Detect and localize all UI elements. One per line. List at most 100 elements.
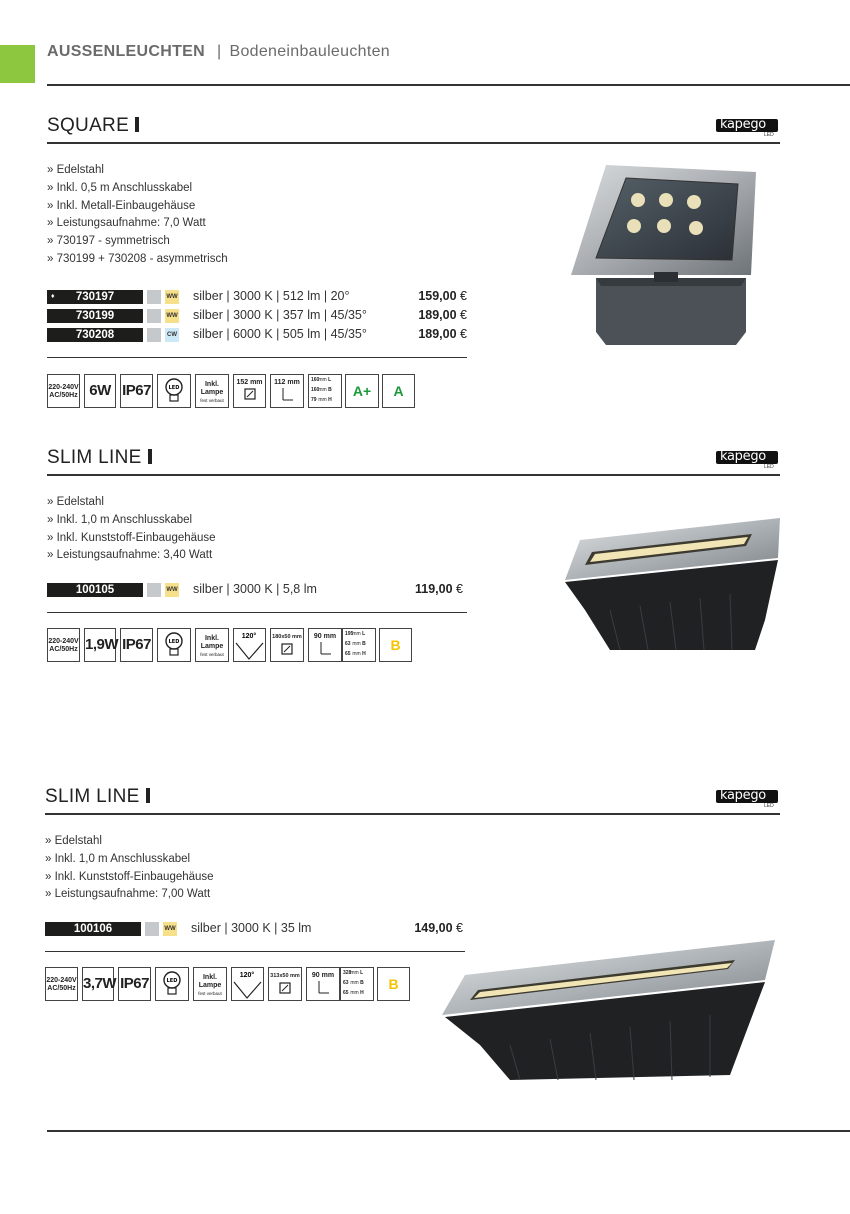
silver-swatch: [147, 309, 161, 323]
footer-rule: [47, 1130, 850, 1132]
product-description: silber | 3000 K | 357 lm | 45/35°: [193, 308, 367, 322]
article-number: 730208: [47, 328, 143, 342]
feature-list: » Edelstahl » Inkl. 1,0 m Anschlusskabel…: [45, 833, 214, 904]
feature-item: » Leistungsaufnahme: 3,40 Watt: [47, 549, 213, 562]
product-description: silber | 3000 K | 35 lm: [191, 921, 312, 935]
header-separator: |: [217, 43, 222, 60]
energy-class-badge: A: [382, 374, 415, 408]
article-number: 730199: [47, 309, 143, 323]
energy-class-badge: B: [377, 967, 410, 1001]
section-rule: [47, 142, 780, 144]
feature-item: » Inkl. Kunststoff-Einbaugehäuse: [45, 870, 214, 883]
article-number: 100105: [47, 583, 143, 597]
cutout-size-icon: 313x50 mm: [268, 967, 302, 1001]
article-number: 100106: [45, 922, 141, 936]
section-title: SQUARE: [47, 115, 140, 137]
feature-item: » Edelstahl: [47, 164, 104, 176]
cct-badge: WW: [163, 922, 177, 936]
power-icon: 3,7W: [82, 967, 117, 1001]
product-description: silber | 3000 K | 5,8 lm: [193, 582, 317, 596]
ip-rating-icon: IP67: [120, 374, 153, 408]
feature-list: » Edelstahl » Inkl. 0,5 m Anschlusskabel…: [47, 162, 228, 269]
table-rule: [47, 357, 467, 358]
svg-text:LED: LED: [169, 639, 180, 645]
dimensions-icon: 160 mm L 160 mm B 79 mm H: [308, 374, 342, 408]
product-description: silber | 3000 K | 512 lm | 20°: [193, 289, 350, 303]
depth-icon: 112 mm: [270, 374, 304, 408]
feature-item: » Inkl. Metall-Einbaugehäuse: [47, 199, 196, 212]
header-category: AUSSENLEUCHTEN: [47, 43, 205, 60]
feature-item: » Edelstahl: [45, 835, 102, 847]
section-title: SLIM LINE: [45, 786, 150, 808]
product-row: 100106 WW silber | 3000 K | 35 lm 149,00…: [45, 921, 465, 938]
product-row: ♦730197 WW silber | 3000 K | 512 lm | 20…: [47, 289, 467, 306]
product-row: 730199 WW silber | 3000 K | 357 lm | 45/…: [47, 308, 467, 325]
page-header: AUSSENLEUCHTEN | Bodeneinbauleuchten: [47, 43, 390, 61]
section-rule: [45, 813, 780, 815]
cutout-size-icon: 180x50 mm: [270, 628, 304, 662]
product-description: silber | 6000 K | 505 lm | 45/35°: [193, 327, 367, 341]
product-price: 149,00 €: [414, 921, 463, 935]
product-price: 189,00 €: [418, 308, 467, 322]
header-subcategory: Bodeneinbauleuchten: [229, 43, 390, 60]
feature-item: » Edelstahl: [47, 496, 104, 508]
article-number: ♦730197: [47, 290, 143, 304]
silver-swatch: [147, 583, 161, 597]
led-bulb-icon: LED: [157, 628, 191, 662]
svg-text:120°: 120°: [242, 632, 257, 640]
cct-badge: WW: [165, 309, 179, 323]
beam-angle-icon: 120°: [233, 628, 266, 662]
power-icon: 6W: [84, 374, 116, 408]
power-icon: 1,9W: [84, 628, 119, 662]
silver-swatch: [147, 290, 161, 304]
feature-list: » Edelstahl » Inkl. 1,0 m Anschlusskabel…: [47, 494, 216, 565]
product-image-slimline-long: [442, 940, 775, 1081]
feature-item: » 730199 + 730208 - asymmetrisch: [47, 252, 228, 265]
ip-rating-icon: IP67: [118, 967, 151, 1001]
dimensions-icon: 328 mm L 63 mm B 65 mm H: [340, 967, 374, 1001]
category-color-tab: [0, 45, 35, 83]
feature-item: » Inkl. 1,0 m Anschlusskabel: [47, 513, 193, 526]
feature-item: » Leistungsaufnahme: 7,00 Watt: [45, 888, 211, 901]
product-price: 119,00 €: [415, 582, 463, 596]
product-image-slimline-short: [565, 518, 780, 651]
cct-badge: WW: [165, 290, 179, 304]
svg-text:LED: LED: [169, 385, 180, 391]
feature-item: » Inkl. 1,0 m Anschlusskabel: [45, 852, 191, 865]
led-bulb-icon: LED: [157, 374, 191, 408]
depth-icon: 90 mm: [308, 628, 342, 662]
cutout-size-icon: 152 mm: [233, 374, 266, 408]
product-image-square: [571, 165, 756, 345]
energy-class-badge: B: [379, 628, 412, 662]
product-price: 159,00 €: [418, 289, 467, 303]
dimensions-icon: 195 mm L 63 mm B 65 mm H: [342, 628, 376, 662]
header-rule: [47, 84, 850, 86]
product-price: 189,00 €: [418, 327, 467, 341]
product-row: 100105 WW silber | 3000 K | 5,8 lm 119,0…: [47, 582, 467, 599]
svg-text:120°: 120°: [240, 971, 255, 979]
feature-item: » Inkl. 0,5 m Anschlusskabel: [47, 181, 193, 194]
led-bulb-icon: LED: [155, 967, 189, 1001]
beam-angle-icon: 120°: [231, 967, 264, 1001]
ip-rating-icon: IP67: [120, 628, 153, 662]
silver-swatch: [147, 328, 161, 342]
silver-swatch: [145, 922, 159, 936]
section-rule: [47, 474, 780, 476]
product-row: 730208 CW silber | 6000 K | 505 lm | 45/…: [47, 327, 467, 344]
depth-icon: 90 mm: [306, 967, 340, 1001]
section-title: SLIM LINE: [47, 447, 152, 469]
cct-badge: CW: [165, 328, 179, 342]
table-rule: [47, 612, 467, 613]
feature-item: » Inkl. Kunststoff-Einbaugehäuse: [47, 531, 216, 544]
feature-item: » Leistungsaufnahme: 7,0 Watt: [47, 217, 206, 230]
energy-class-badge: A+: [345, 374, 379, 408]
cct-badge: WW: [165, 583, 179, 597]
